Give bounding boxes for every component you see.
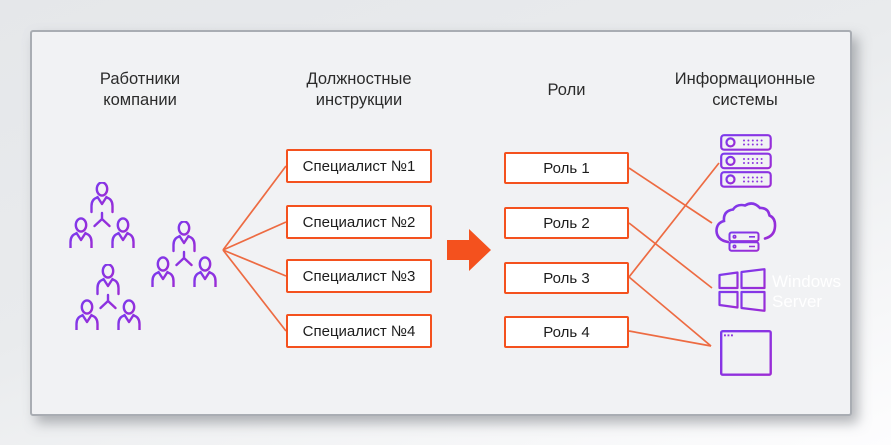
specialist-box-3: Специалист №3 [286,259,432,293]
specialist-box-1: Специалист №1 [286,149,432,183]
windows-server-label-line1: Windows [772,272,841,291]
specialist-box-4-label: Специалист №4 [302,322,416,340]
windows-server-label: Windows Server [772,272,841,312]
specialist-box-2-label: Специалист №2 [302,213,416,231]
role-box-3-label: Роль 3 [543,269,590,287]
team-icon [72,264,144,330]
header-employees: Работники компании [70,69,210,111]
server-rack-icon [720,134,772,188]
specialist-box-3-label: Специалист №3 [302,267,416,285]
role-box-2: Роль 2 [504,207,629,239]
role-box-1-label: Роль 1 [543,159,590,177]
team-icon [66,182,138,248]
header-employees-line1: Работники [99,70,181,88]
role-box-3: Роль 3 [504,262,629,294]
specialist-box-2: Специалист №2 [286,205,432,239]
windows-logo-icon [718,268,766,312]
role-box-4-label: Роль 4 [543,323,590,341]
header-roles-line1: Роли [547,81,586,99]
windows-server-label-line2: Server [772,292,823,311]
header-instructions-line1: Должностные [306,70,412,88]
role-box-4: Роль 4 [504,316,629,348]
header-instructions-line2: инструкции [315,91,403,109]
header-systems-line1: Информационные [674,70,816,88]
header-roles: Роли [504,80,629,101]
team-icon [148,221,220,287]
code-window-icon [720,330,772,376]
role-box-1: Роль 1 [504,152,629,184]
specialist-box-1-label: Специалист №1 [302,157,416,175]
header-systems: Информационные системы [664,69,826,111]
specialist-box-4: Специалист №4 [286,314,432,348]
header-systems-line2: системы [712,91,778,109]
cloud-server-icon [712,201,778,253]
header-employees-line2: компании [103,91,177,109]
role-box-2-label: Роль 2 [543,214,590,232]
header-instructions: Должностные инструкции [286,69,432,111]
